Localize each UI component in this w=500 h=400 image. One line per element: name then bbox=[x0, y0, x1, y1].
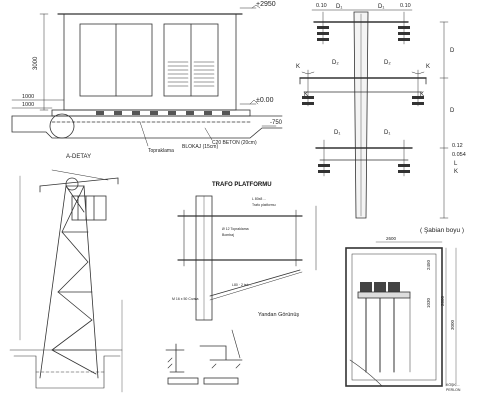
height-dimension-label: 3000 bbox=[33, 56, 39, 70]
pole-label: 0.10 bbox=[316, 3, 327, 9]
pole-label: D bbox=[450, 48, 455, 54]
platform-note: Ø 12 Topraklama bbox=[222, 227, 249, 231]
kiosk-dim: 2800 bbox=[440, 295, 445, 306]
kiosk-dimension-labels: 2600 2450 1030 2800 3000 bbox=[386, 236, 455, 330]
platform-title: TRAFO PLATFORMU bbox=[212, 182, 272, 188]
kiosk-section bbox=[345, 241, 457, 387]
pole-label: 0.054 bbox=[452, 152, 466, 158]
top-elevation-label: +2950 bbox=[256, 1, 276, 8]
transformer-platform bbox=[165, 195, 317, 385]
pole-label: D₁ bbox=[384, 130, 390, 136]
pole-label: D₂ bbox=[384, 60, 391, 66]
pole-crossarm-drawing bbox=[299, 9, 449, 219]
pole-label: D₁ bbox=[334, 130, 340, 136]
platform-notes: L 80x8 ... Trafo platformu Ø 12 Toprakla… bbox=[172, 197, 276, 301]
side-view-label: Yandan Görünüş bbox=[258, 312, 299, 318]
pole-dimension-labels: 0.10 0.10 D₁ D₁ K K D₂ D₂ K K D D D₁ D₁ … bbox=[296, 3, 466, 175]
lattice-tower bbox=[9, 169, 123, 393]
pole-label: D₁ bbox=[336, 4, 342, 10]
detail-label: A-DETAY bbox=[66, 154, 91, 160]
pole-label: D₁ bbox=[378, 4, 384, 10]
pole-label: L bbox=[454, 161, 458, 167]
pole-label: D₂ bbox=[332, 60, 339, 66]
concrete-label: C20 BETON (20cm) bbox=[212, 140, 257, 146]
pole-label: K bbox=[304, 92, 308, 98]
platform-note: M 16 x 50 Cıvata bbox=[172, 297, 199, 301]
substation-elevation bbox=[11, 4, 283, 147]
platform-note: Bombaj bbox=[222, 233, 234, 237]
grounding-label: Topraklama bbox=[148, 148, 174, 154]
pole-label: K bbox=[426, 64, 430, 70]
pole-label: K bbox=[454, 169, 458, 175]
pole-label: 0.10 bbox=[400, 3, 411, 9]
kiosk-dim: 2600 bbox=[386, 236, 397, 241]
minus-elevation-label: -750 bbox=[270, 120, 283, 126]
pole-label: K bbox=[420, 92, 424, 98]
kiosk-dim: 3000 bbox=[450, 319, 455, 330]
pole-caption: ( Şabian boyu ) bbox=[420, 227, 464, 234]
left-dimension-1: 1000 bbox=[22, 94, 34, 100]
zero-elevation-label: ±0.00 bbox=[256, 97, 274, 104]
kiosk-caption-2: PERLON bbox=[446, 388, 461, 392]
left-dimension-2: 1000 bbox=[22, 102, 34, 108]
platform-note: Trafo platformu bbox=[252, 203, 276, 207]
platform-note: L80 · 2 tek ... bbox=[232, 283, 252, 287]
block-label: BLOKAJ (15cm) bbox=[182, 144, 218, 150]
pole-label: D bbox=[450, 108, 455, 114]
platform-note: L 80x8 ... bbox=[252, 197, 266, 201]
pole-label: K bbox=[296, 64, 300, 70]
kiosk-dim: 2450 bbox=[426, 259, 431, 270]
pole-label: 0.12 bbox=[452, 143, 463, 149]
kiosk-caption-1: KÖŞK ... bbox=[446, 383, 460, 387]
kiosk-dim: 1030 bbox=[426, 297, 431, 308]
